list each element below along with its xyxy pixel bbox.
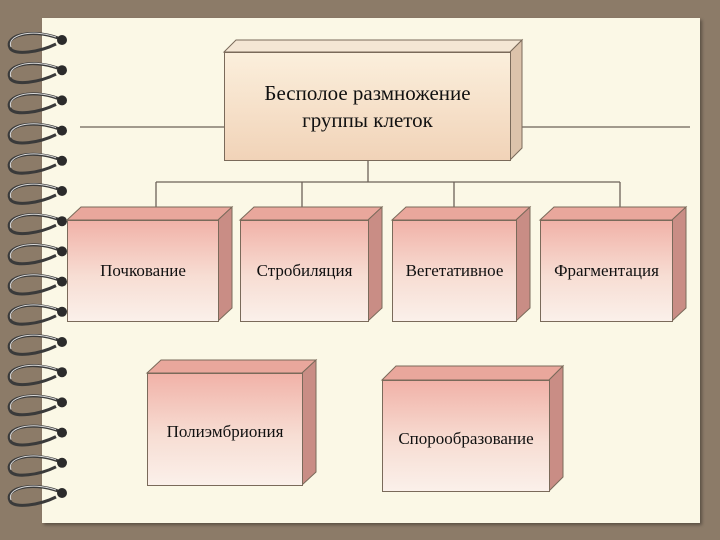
spiral-ring-highlight [9, 153, 57, 169]
spiral-ring-highlight [9, 304, 57, 320]
node-label: Почкование [100, 261, 186, 280]
spiral-ring-highlight [9, 334, 57, 350]
spiral-ring [7, 424, 59, 447]
spiral-ring [7, 243, 59, 266]
binding-hole [57, 488, 67, 498]
binding-hole [57, 216, 67, 227]
root-label-line1: Бесполое размножение [264, 80, 471, 105]
spiral-ring-highlight [9, 183, 57, 199]
spiral-ring [7, 454, 59, 477]
binding-hole [57, 186, 67, 196]
spiral-ring [7, 394, 59, 417]
spiral-binding [7, 31, 67, 507]
binding-hole [57, 65, 67, 76]
binding-hole [57, 367, 67, 378]
spiral-ring [7, 182, 59, 205]
node-label: Стробиляция [256, 261, 353, 280]
node-label: Вегетативное [405, 261, 504, 280]
spiral-ring-highlight [9, 485, 57, 501]
binding-hole [57, 95, 67, 106]
node-budding: Почкование [67, 220, 219, 322]
binding-hole [57, 276, 67, 287]
node-label: Полиэмбриония [166, 422, 284, 441]
spiral-ring-highlight [9, 425, 57, 440]
binding-hole [57, 35, 67, 45]
binding-hole [57, 397, 67, 408]
spiral-ring-highlight [9, 364, 57, 380]
spiral-ring [7, 92, 59, 115]
node-fragmentation: Фрагментация [540, 220, 673, 322]
node-strobilation: Стробиляция [240, 220, 369, 322]
spiral-ring [7, 484, 59, 507]
root-node: Бесполое размножение группы клеток [224, 52, 511, 161]
spiral-ring [7, 122, 59, 145]
spiral-ring [7, 152, 59, 175]
binding-hole [57, 125, 67, 136]
spiral-ring-highlight [9, 274, 57, 289]
binding-hole [57, 337, 67, 347]
node-label: Фрагментация [554, 261, 659, 280]
binding-hole [57, 427, 67, 438]
node-vegetative: Вегетативное [392, 220, 517, 322]
spiral-ring-highlight [9, 93, 57, 108]
spiral-ring [7, 62, 59, 85]
binding-hole [57, 306, 67, 317]
spiral-ring [7, 31, 59, 54]
spiral-ring-highlight [9, 395, 57, 410]
spiral-ring-highlight [9, 123, 57, 138]
spiral-ring-highlight [9, 32, 57, 48]
binding-hole [57, 246, 67, 257]
spiral-ring-highlight [9, 244, 57, 259]
spiral-ring-highlight [9, 213, 57, 229]
node-label: Спорообразование [398, 429, 534, 448]
spiral-ring [7, 364, 59, 387]
spiral-ring [7, 273, 59, 296]
binding-hole [57, 155, 67, 166]
node-sporulation: Спорообразование [382, 380, 550, 492]
spiral-ring-highlight [9, 455, 57, 471]
spiral-ring [7, 333, 59, 356]
spiral-ring [7, 213, 59, 236]
binding-hole [57, 457, 67, 468]
spiral-ring [7, 303, 59, 326]
node-polyembryony: Полиэмбриония [147, 373, 303, 486]
spiral-ring-highlight [9, 62, 57, 78]
root-label-line2: группы клеток [302, 107, 433, 132]
